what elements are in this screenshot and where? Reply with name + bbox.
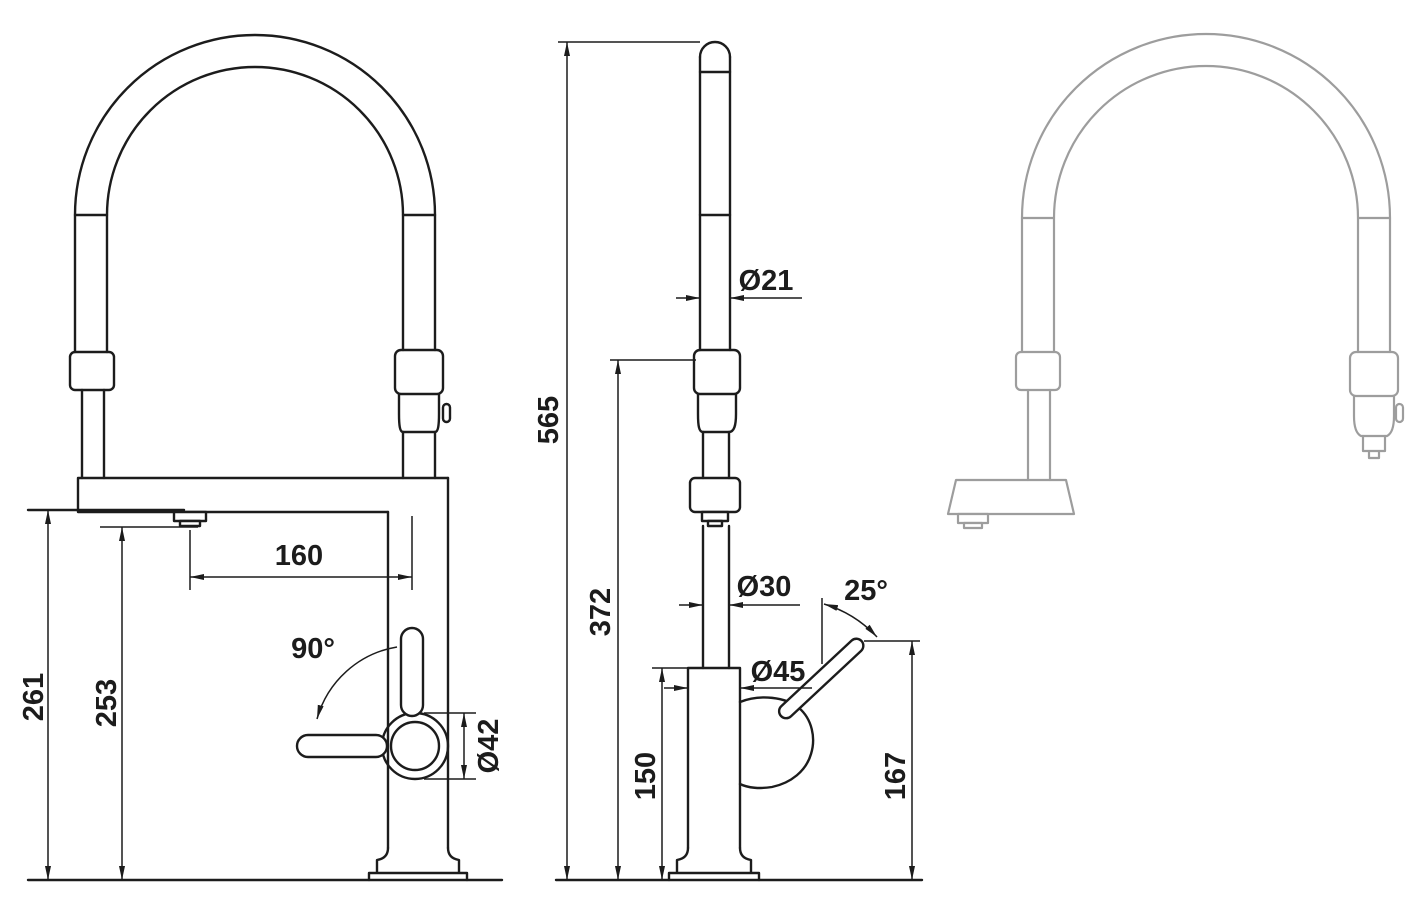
persp-hose-left-tube: [1020, 216, 1056, 354]
side-aerator: [700, 510, 730, 523]
side-aerator-tip: [706, 519, 724, 528]
front-aerator: [172, 510, 208, 523]
front-handle-hub-inner: [389, 720, 441, 772]
dim-dia21-label: Ø21: [739, 265, 794, 297]
front-handle-lever-vertical: [399, 626, 425, 718]
persp-hose-right-tube: [1356, 216, 1392, 354]
dim-dia30-label: Ø30: [737, 571, 792, 603]
persp-aerator-tip: [962, 521, 984, 530]
dim-167-label: 167: [880, 752, 912, 800]
side-hose-tube: [698, 55, 732, 352]
front-body-column: [386, 476, 450, 850]
side-spout-arm-end: [688, 476, 742, 514]
dim-25deg-arc: [823, 603, 878, 638]
side-dimensions: 565 372 Ø21 Ø30 Ø45 25° 150 167: [533, 41, 920, 880]
side-view: 565 372 Ø21 Ø30 Ø45 25° 150 167: [533, 40, 924, 882]
dim-261-label: 261: [18, 673, 50, 721]
perspective-view: [946, 32, 1405, 530]
side-faucet-outline: [667, 40, 865, 882]
persp-hose-arch-outer: [1020, 32, 1392, 220]
dim-372-label: 372: [585, 588, 617, 636]
persp-hose-arch-inner: [1052, 64, 1360, 220]
front-aerator-tip: [178, 519, 202, 528]
dim-dia42-extensions: [424, 712, 476, 780]
persp-spray-head-taper: [1352, 394, 1396, 438]
side-neck-tube: [701, 524, 731, 670]
side-base: [667, 846, 761, 882]
front-hose-arch-inner: [105, 65, 405, 217]
side-handle-hub: [738, 696, 815, 790]
front-handle-lever-horizontal: [295, 733, 389, 759]
front-faucet-outline: [68, 33, 469, 882]
dim-90deg-label: 90°: [291, 633, 335, 665]
side-body-column: [686, 666, 742, 850]
persp-spray-head: [1348, 350, 1400, 398]
dim-565-label: 565: [533, 396, 565, 444]
persp-spray-nozzle: [1361, 434, 1387, 460]
front-hose-arch-outer: [73, 33, 437, 217]
dim-150-label: 150: [630, 752, 662, 800]
side-spray-head: [692, 348, 742, 396]
front-hose-left-tube: [73, 213, 109, 354]
persp-aerator: [956, 512, 990, 525]
dim-90deg-arc: [316, 646, 398, 720]
front-spray-head-taper: [397, 392, 441, 434]
persp-spout-arm: [946, 478, 1076, 516]
persp-spray-head-button: [1394, 402, 1405, 424]
side-hose-cap: [698, 40, 732, 74]
front-spray-head: [393, 348, 445, 396]
side-spray-head-taper: [696, 392, 738, 434]
dim-dia45-label: Ø45: [751, 656, 806, 688]
front-dimensions: 261 253 160 90° Ø42: [18, 510, 505, 880]
persp-hose-connector: [1014, 350, 1062, 392]
dim-dia42-label: Ø42: [473, 719, 505, 774]
side-handle-lever: [777, 637, 865, 720]
side-dock-tube: [701, 430, 731, 480]
persp-connector-neck: [1026, 388, 1052, 482]
dim-253-label: 253: [91, 679, 123, 727]
front-base: [367, 846, 469, 882]
front-hose-connector: [68, 350, 116, 392]
front-spray-head-button: [441, 402, 452, 424]
front-hose-right-tube: [401, 213, 437, 352]
front-connector-neck: [80, 388, 106, 480]
front-spout-arm: [76, 476, 450, 514]
dim-160-label: 160: [275, 540, 323, 572]
dim-25deg-label: 25°: [844, 575, 888, 607]
front-view: 261 253 160 90° Ø42: [18, 33, 505, 882]
front-dock-tube: [401, 430, 437, 480]
